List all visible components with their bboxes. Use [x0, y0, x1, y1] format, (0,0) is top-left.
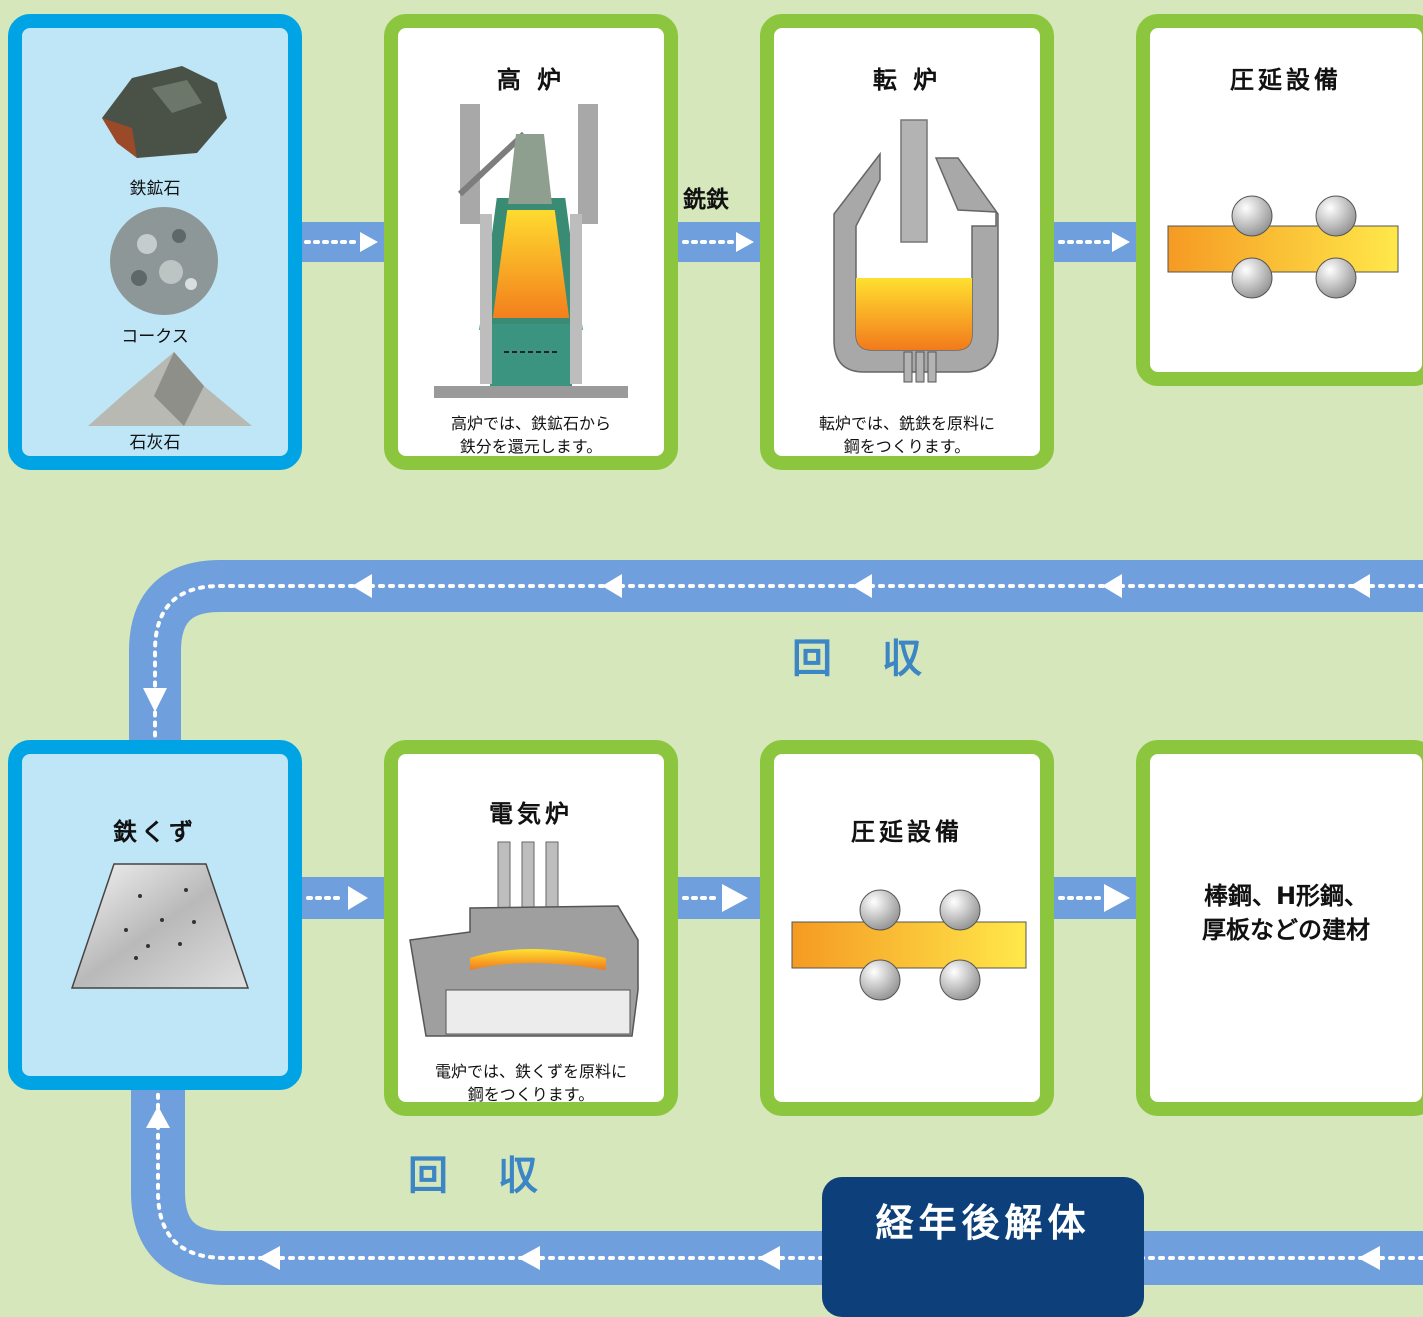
blast-furnace-card: 高 炉 高炉では、鉄鉱石から 鉄分を還元します。 [384, 14, 678, 470]
scrap-title: 鉄くず [113, 818, 197, 846]
products-line-1: 棒鋼、H形鋼、 [1203, 882, 1369, 910]
coke-icon [110, 207, 218, 315]
rolling-mill-bottom-title: 圧延設備 [851, 818, 963, 846]
products-label: 棒鋼、H形鋼、 厚板などの建材 [1150, 879, 1422, 947]
rolling-mill-card-bottom: 圧延設備 [760, 740, 1054, 1116]
connector-scrap-to-electric [298, 877, 388, 919]
electric-furnace-caption-2: 鋼をつくります。 [467, 1085, 595, 1104]
scrap-card: 鉄くず [8, 740, 302, 1090]
limestone-icon [88, 352, 252, 426]
pig-iron-label: 銑鉄 [683, 187, 729, 213]
recovery-label-top: 回 収 [792, 636, 940, 682]
raw-materials-card: 鉄鉱石 コークス 石灰石 [8, 14, 302, 470]
electric-furnace-icon [409, 841, 639, 1037]
converter-title: 転 炉 [872, 66, 942, 94]
raw-label-coke: コークス [121, 327, 189, 347]
electric-furnace-caption-1: 電炉では、鉄くずを原料に [434, 1062, 627, 1081]
blast-furnace-icon [434, 104, 628, 398]
recovery-label-bottom: 回 収 [408, 1153, 556, 1199]
rolling-mill-card-top: 圧延設備 [1136, 14, 1423, 386]
electric-furnace-title: 電気炉 [489, 800, 573, 828]
rolling-mill-bottom-icon [791, 889, 1027, 1001]
blast-furnace-caption-1: 高炉では、鉄鉱石から [450, 414, 611, 433]
raw-label-iron-ore: 鉄鉱石 [129, 179, 181, 199]
scrap-icon [70, 863, 250, 989]
converter-caption-1: 転炉では、銑鉄を原料に [818, 414, 995, 433]
converter-caption-2: 鋼をつくります。 [843, 437, 971, 456]
recovery-loop-bottom [131, 1078, 1423, 1285]
rolling-mill-top-icon [1167, 195, 1399, 299]
recovery-loop-top [129, 560, 1423, 747]
raw-label-limestone: 石灰石 [129, 433, 181, 453]
connector-rolling-to-products [1050, 877, 1142, 919]
connector-electric-to-rolling [674, 877, 764, 919]
connector-converter-to-rolling [1050, 222, 1142, 262]
blast-furnace-title: 高 炉 [496, 66, 566, 94]
connector-raw-to-blast [298, 222, 388, 262]
products-card: 棒鋼、H形鋼、 厚板などの建材 [1136, 740, 1423, 1116]
demolition-box: 経年後解体 [822, 1177, 1144, 1317]
converter-icon [833, 119, 999, 383]
blast-furnace-caption-2: 鉄分を還元します。 [459, 437, 603, 456]
demolition-label: 経年後解体 [875, 1201, 1091, 1245]
rolling-mill-top-title: 圧延設備 [1230, 66, 1342, 94]
converter-card: 転 炉 転炉では、銑鉄を原料に 鋼をつくります。 [760, 14, 1054, 470]
connector-blast-to-converter [674, 222, 764, 262]
electric-furnace-card: 電気炉 電炉では、鉄くずを原料に 鋼をつくります。 [384, 740, 678, 1116]
products-line-2: 厚板などの建材 [1202, 916, 1370, 944]
iron-ore-icon [102, 66, 227, 158]
